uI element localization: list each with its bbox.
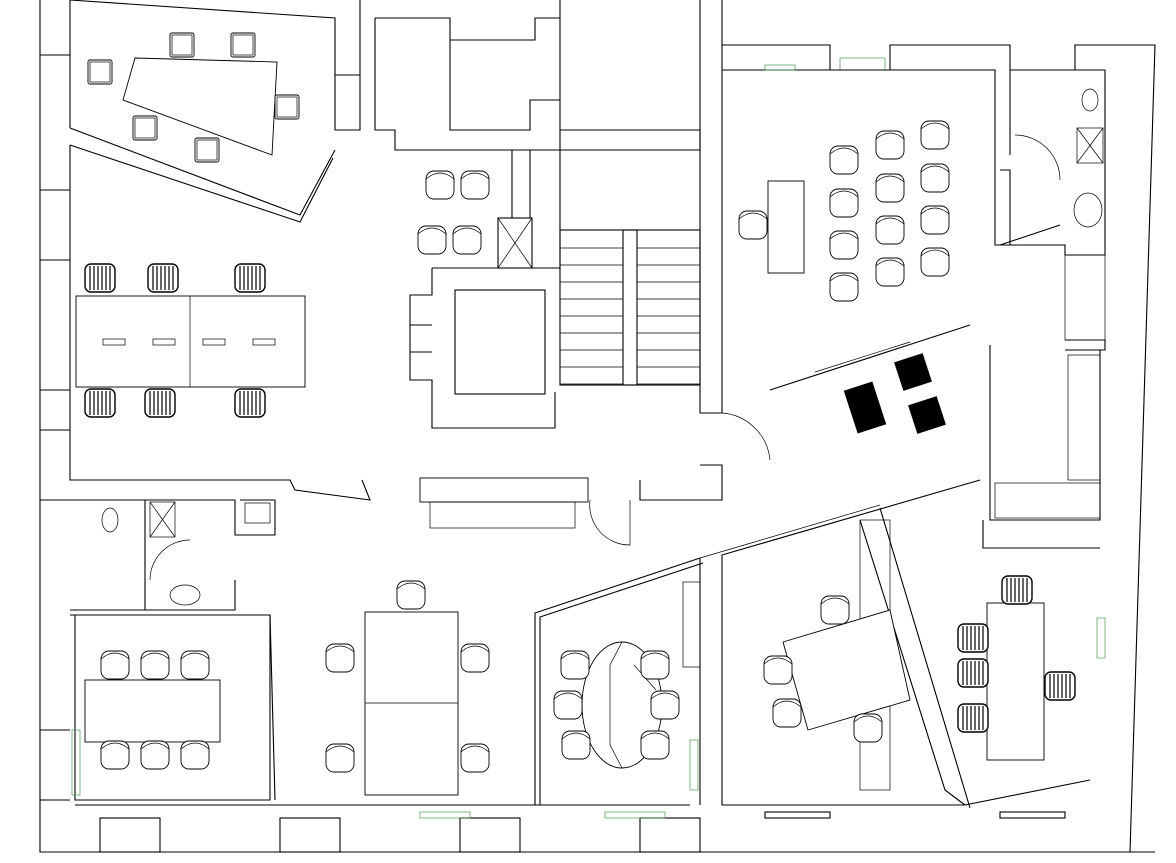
floor-tile-icon bbox=[894, 353, 932, 391]
chair-icon bbox=[650, 690, 680, 720]
chair-icon bbox=[875, 215, 905, 245]
office-chair-icon bbox=[1044, 671, 1076, 701]
desk bbox=[767, 180, 805, 274]
chair-icon bbox=[829, 230, 859, 260]
reception-counter bbox=[419, 477, 589, 503]
chair-icon bbox=[460, 743, 490, 773]
sink-icon bbox=[1073, 192, 1103, 228]
chair-icon bbox=[560, 650, 590, 680]
office-chair-icon bbox=[84, 263, 116, 293]
chair-icon bbox=[640, 650, 670, 680]
right-wing bbox=[699, 44, 1156, 853]
chair-icon bbox=[140, 650, 170, 680]
chair-icon bbox=[829, 188, 859, 218]
chair-icon bbox=[180, 740, 210, 770]
chair-icon bbox=[452, 225, 482, 255]
chair-icon bbox=[132, 115, 158, 141]
chair-icon bbox=[194, 137, 220, 163]
office-chair-icon bbox=[957, 658, 989, 688]
chair-icon bbox=[460, 170, 490, 200]
chair-icon bbox=[875, 257, 905, 287]
meeting-table bbox=[782, 609, 911, 731]
sink-icon bbox=[169, 584, 201, 606]
chair-icon bbox=[561, 730, 591, 760]
chair-icon bbox=[763, 655, 793, 685]
chair-icon bbox=[829, 272, 859, 302]
conference-table bbox=[122, 57, 278, 156]
chair-icon bbox=[87, 59, 113, 85]
chair-icon bbox=[417, 225, 447, 255]
chair-icon bbox=[460, 643, 490, 673]
work-table bbox=[986, 602, 1045, 761]
chair-icon bbox=[553, 690, 583, 720]
office-chair-icon bbox=[957, 623, 989, 653]
office-chair-icon bbox=[1001, 575, 1033, 605]
workstation-desk bbox=[75, 295, 306, 388]
chair-icon bbox=[920, 247, 950, 277]
chair-icon bbox=[230, 32, 256, 58]
chair-icon bbox=[738, 210, 768, 240]
meeting-table bbox=[364, 611, 459, 796]
chair-icon bbox=[829, 145, 859, 175]
toilet-icon bbox=[101, 507, 119, 533]
door-swing-icon bbox=[149, 539, 191, 581]
chair-icon bbox=[820, 595, 850, 625]
chair-icon bbox=[396, 580, 426, 610]
chair-icon bbox=[100, 740, 130, 770]
furniture bbox=[75, 32, 1076, 796]
office-chair-icon bbox=[957, 703, 989, 733]
chair-icon bbox=[875, 173, 905, 203]
chair-icon bbox=[325, 743, 355, 773]
chair-icon bbox=[920, 163, 950, 193]
office-chair-icon bbox=[144, 388, 176, 418]
office-chair-icon bbox=[147, 263, 179, 293]
door-swing-icon bbox=[721, 412, 771, 461]
meeting-table bbox=[84, 679, 221, 743]
floor-tile-icon bbox=[908, 396, 946, 434]
chair-icon bbox=[920, 205, 950, 235]
chair-icon bbox=[140, 740, 170, 770]
chair-icon bbox=[274, 94, 300, 120]
chair-icon bbox=[100, 650, 130, 680]
chair-icon bbox=[875, 130, 905, 160]
chair-icon bbox=[640, 730, 670, 760]
toilet-icon bbox=[1081, 88, 1099, 112]
chair-icon bbox=[425, 170, 455, 200]
office-chair-icon bbox=[84, 388, 116, 418]
chair-icon bbox=[325, 643, 355, 673]
chair-icon bbox=[169, 32, 195, 58]
staircase bbox=[559, 229, 701, 386]
office-chair-icon bbox=[234, 388, 266, 418]
shower-icon bbox=[1076, 127, 1104, 164]
stove-icon bbox=[1064, 254, 1106, 341]
sink-icon bbox=[244, 502, 271, 524]
chair-icon bbox=[180, 650, 210, 680]
chair-icon bbox=[853, 713, 883, 743]
chair-icon bbox=[920, 120, 950, 150]
floor-tile-icon bbox=[843, 381, 887, 434]
chair-icon bbox=[772, 698, 802, 728]
walls bbox=[39, 0, 1155, 853]
office-chair-icon bbox=[234, 263, 266, 293]
